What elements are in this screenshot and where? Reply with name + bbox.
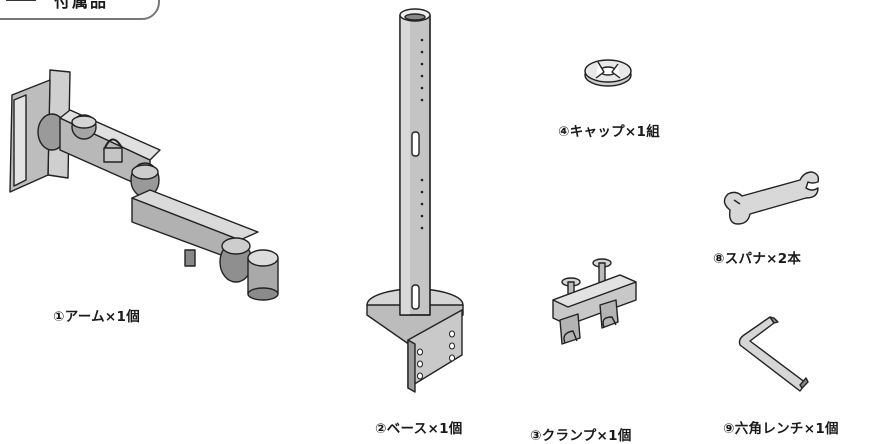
base-label: ②ベース×1個: [375, 421, 463, 437]
arm-label: ①アーム×1個: [53, 309, 141, 325]
hexkey-label: ⑨六角レンチ×1個: [723, 421, 839, 437]
section-title: 付属品: [54, 0, 109, 11]
header-marker: [6, 0, 36, 1]
wrench-label: ⑧スパナ×2本: [713, 251, 802, 267]
clamp-label: ③クランプ×1個: [530, 428, 632, 444]
cap-label: ④キャップ×1組: [558, 124, 661, 140]
